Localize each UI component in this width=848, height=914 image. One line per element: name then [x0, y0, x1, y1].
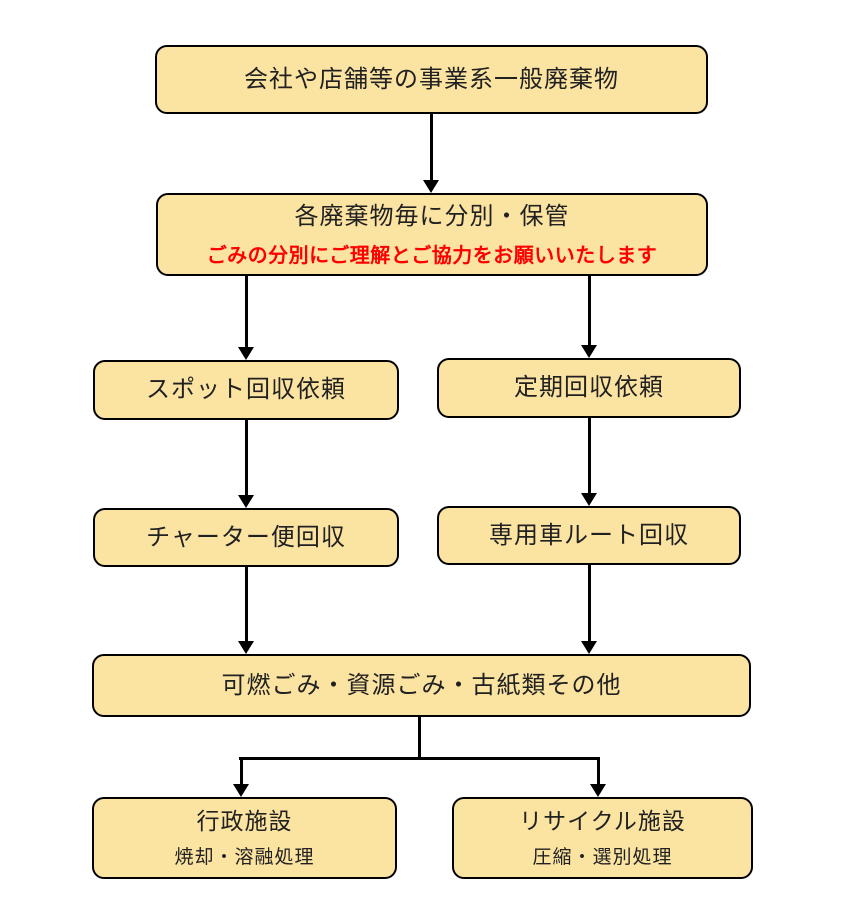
node-business-waste: 会社や店舗等の事業系一般廃棄物: [155, 45, 708, 114]
arrow-head-icon: [581, 641, 597, 654]
node-charter-collection: チャーター便回収: [93, 508, 399, 567]
arrow-branch-to-recycle: [590, 757, 606, 797]
arrow-shaft: [239, 757, 243, 786]
arrow-business-to-sort: [423, 114, 439, 193]
node-spot-request-label: スポット回収依頼: [146, 376, 346, 403]
arrow-sort-to-regular: [581, 276, 597, 358]
arrow-shaft: [587, 418, 591, 495]
arrow-shaft: [244, 567, 248, 643]
node-business-waste-label: 会社や店舗等の事業系一般廃棄物: [244, 65, 619, 93]
node-spot-request: スポット回収依頼: [93, 360, 399, 420]
arrow-shaft: [244, 420, 248, 497]
arrow-head-icon: [238, 347, 254, 360]
arrow-head-icon: [233, 784, 249, 797]
node-government-facility-sublabel: 焼却・溶融処理: [174, 846, 315, 868]
arrow-regular-to-route: [581, 418, 597, 506]
arrow-shaft: [587, 565, 591, 643]
arrow-head-icon: [238, 641, 254, 654]
node-sort-store-note: ごみの分別にご理解とご協力をお願いいたします: [206, 244, 658, 267]
connector-stem: [418, 716, 421, 759]
arrow-sort-to-spot: [238, 276, 254, 360]
arrow-shaft: [244, 276, 248, 349]
arrow-head-icon: [238, 495, 254, 508]
node-route-collection: 専用車ルート回収: [437, 506, 741, 565]
arrow-route-to-wastetypes: [581, 565, 597, 654]
node-charter-collection-label: チャーター便回収: [146, 523, 346, 551]
arrow-head-icon: [581, 345, 597, 358]
node-government-facility-label: 行政施設: [196, 808, 293, 835]
connector-branch-line: [239, 757, 600, 760]
arrow-branch-to-government: [233, 757, 249, 797]
arrow-charter-to-wastetypes: [238, 567, 254, 654]
arrow-head-icon: [581, 493, 597, 506]
node-sort-store-label: 各廃棄物毎に分別・保管: [294, 202, 570, 230]
arrow-shaft: [429, 114, 433, 182]
arrow-spot-to-charter: [238, 420, 254, 508]
node-recycle-facility: リサイクル施設 圧縮・選別処理: [452, 797, 753, 879]
arrow-shaft: [587, 276, 591, 347]
arrow-head-icon: [590, 784, 606, 797]
node-recycle-facility-label: リサイクル施設: [519, 808, 686, 835]
node-government-facility: 行政施設 焼却・溶融処理: [92, 797, 397, 879]
arrow-head-icon: [423, 180, 439, 193]
node-recycle-facility-sublabel: 圧縮・選別処理: [532, 846, 673, 868]
node-waste-types-label: 可燃ごみ・資源ごみ・古紙類その他: [221, 671, 622, 699]
node-sort-store: 各廃棄物毎に分別・保管 ごみの分別にご理解とご協力をお願いいたします: [156, 193, 708, 276]
arrow-shaft: [596, 757, 600, 786]
node-regular-request-label: 定期回収依頼: [514, 374, 664, 401]
node-regular-request: 定期回収依頼: [437, 358, 741, 418]
node-waste-types: 可燃ごみ・資源ごみ・古紙類その他: [92, 654, 751, 717]
node-route-collection-label: 専用車ルート回収: [489, 521, 689, 549]
